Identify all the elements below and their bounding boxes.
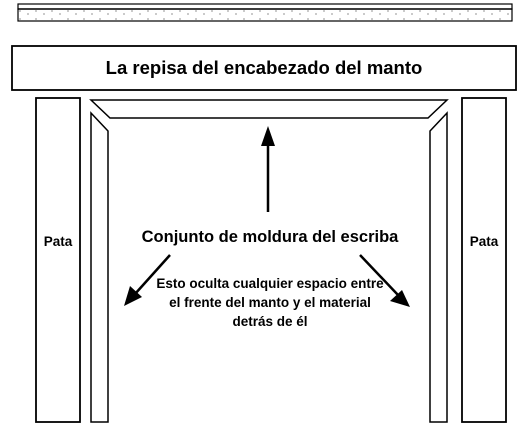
- molding-note: Esto oculta cualquier espacio entre el f…: [156, 276, 384, 329]
- mantel-header-label: La repisa del encabezado del manto: [105, 57, 423, 78]
- molding-left-piece: [90, 111, 109, 423]
- molding-right-piece: [429, 111, 448, 423]
- molding-top-piece: [89, 99, 449, 119]
- right-leg-label: Pata: [469, 234, 499, 249]
- right-leg-box: [461, 97, 507, 423]
- arrow-down-right: [359, 254, 410, 307]
- arrow-down-left: [124, 254, 171, 306]
- left-leg-label: Pata: [43, 234, 73, 249]
- molding-label: Conjunto de moldura del escriba: [141, 228, 399, 246]
- left-leg-box: [35, 97, 81, 423]
- top-strip: [17, 3, 513, 22]
- arrow-up: [261, 126, 275, 212]
- mantel-header-box: [11, 45, 517, 91]
